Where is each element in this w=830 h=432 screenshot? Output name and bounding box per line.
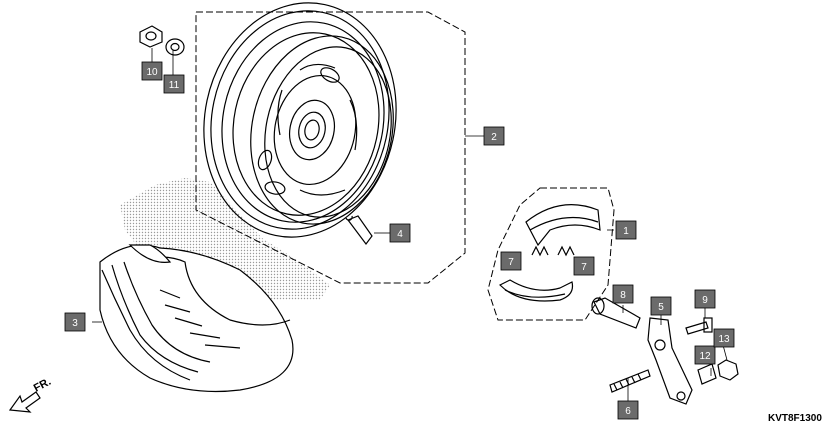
callout-3[interactable]: 3 [64, 312, 86, 332]
callout-label: 11 [169, 80, 180, 91]
callout-10[interactable]: 10 [141, 61, 163, 81]
callout-6[interactable]: 6 [617, 400, 639, 420]
callout-4[interactable]: 4 [389, 223, 411, 243]
callout-label: 2 [491, 132, 497, 143]
brake-arm-parts [591, 297, 739, 405]
callout-12[interactable]: 12 [694, 345, 716, 365]
callout-label: 3 [72, 318, 78, 329]
callout-13[interactable]: 13 [713, 328, 735, 348]
callout-label: 12 [699, 351, 711, 362]
callout-11[interactable]: 11 [163, 74, 185, 94]
callout-5[interactable]: 5 [650, 296, 672, 316]
leader-lines [92, 48, 728, 401]
nut-washer [139, 25, 185, 56]
front-direction-arrow: FR. [8, 376, 53, 413]
callout-label: 8 [620, 290, 626, 301]
brake-shoe-outline [487, 187, 615, 321]
wheel-assembly-outline [195, 11, 466, 284]
callout-label: 10 [146, 67, 158, 78]
brake-shoes [498, 204, 601, 302]
callout-8[interactable]: 8 [612, 284, 634, 304]
callout-9[interactable]: 9 [694, 289, 716, 309]
callout-label: 9 [702, 295, 708, 306]
callout-1[interactable]: 1 [615, 220, 637, 240]
diagram-code: KVT8F1300 [768, 413, 822, 424]
callout-label: 13 [718, 334, 730, 345]
valve-icon [345, 215, 373, 245]
callout-label: 7 [508, 257, 514, 268]
callout-label: 4 [397, 229, 403, 240]
callout-label: 1 [623, 226, 629, 237]
wheel-rim [203, 2, 397, 238]
callout-7b[interactable]: 7 [573, 256, 595, 276]
callout-7a[interactable]: 7 [500, 251, 522, 271]
callout-2[interactable]: 2 [483, 126, 505, 146]
callout-label: 6 [625, 406, 631, 417]
direction-label: FR. [32, 376, 53, 395]
callout-label: 7 [581, 262, 587, 273]
tire [99, 244, 294, 393]
callout-label: 5 [658, 302, 664, 313]
